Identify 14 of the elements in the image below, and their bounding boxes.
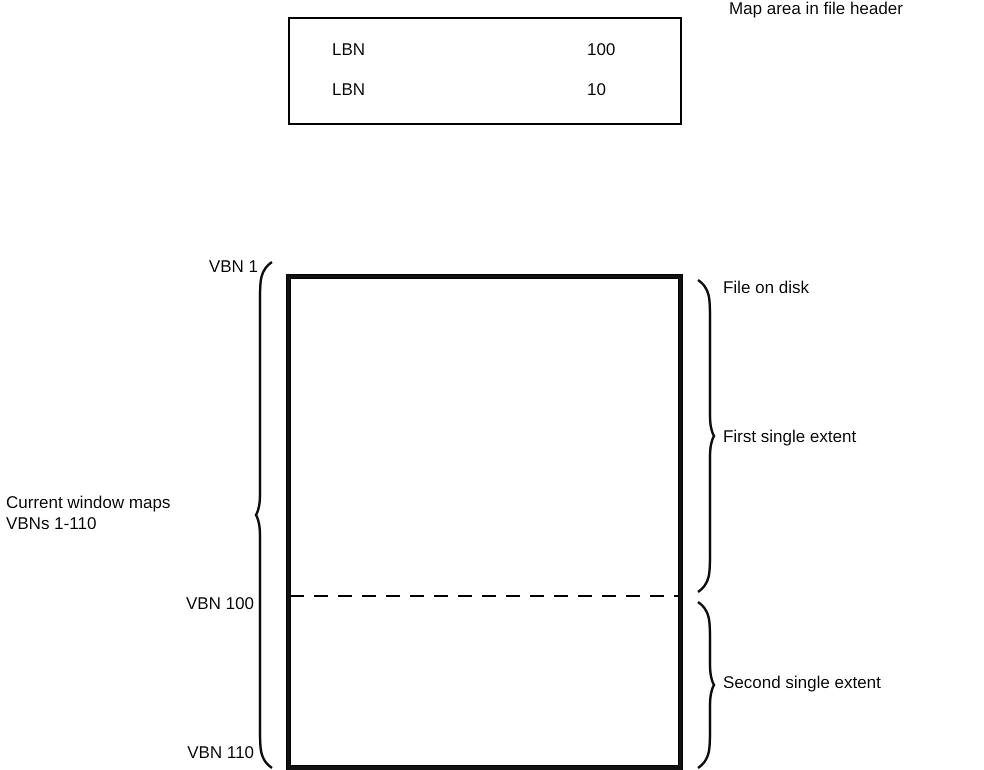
annotation-label: File on disk (723, 277, 809, 298)
file-block (286, 274, 683, 770)
brace-label: First single extent (723, 426, 856, 447)
lbn-value: 100 (587, 39, 616, 60)
vbn-label: VBN 110 (187, 742, 254, 763)
annotation-label: Map area in file header (729, 0, 903, 19)
brace-label: Current window maps VBNs 1-110 (6, 492, 172, 534)
brace-label: Second single extent (723, 672, 881, 693)
vbn-label: VBN 100 (186, 593, 254, 614)
lbn-label: LBN (332, 39, 366, 60)
map-table (288, 17, 682, 125)
vbn-label: VBN 1 (208, 256, 258, 277)
lbn-label: LBN (332, 79, 366, 100)
lbn-value: 10 (587, 79, 606, 100)
